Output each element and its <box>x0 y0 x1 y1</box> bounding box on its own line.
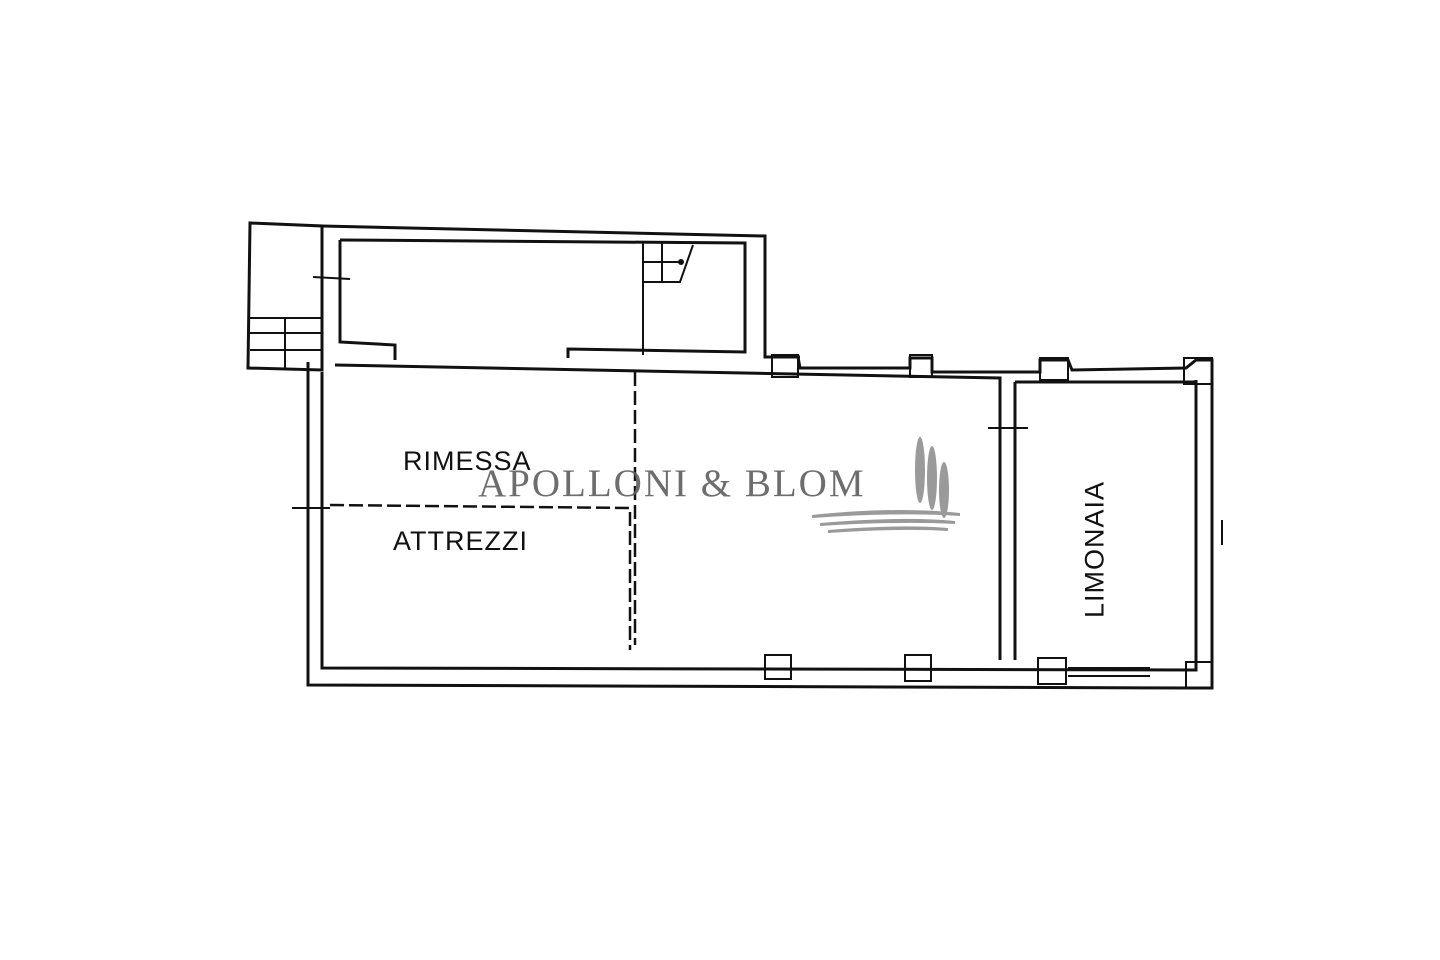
room-label-attrezzi: ATTREZZI <box>393 526 528 556</box>
main-building-walls <box>292 354 1223 690</box>
watermark-text: APOLLONI & BLOM <box>478 462 866 505</box>
watermark-logo-icon <box>812 437 960 533</box>
left-annex-walls <box>246 221 324 372</box>
top-annex-walls <box>312 224 800 360</box>
room-label-rimessa: RIMESSA <box>403 446 532 476</box>
room-label-limonaia: LIMONAIA <box>1079 480 1110 619</box>
